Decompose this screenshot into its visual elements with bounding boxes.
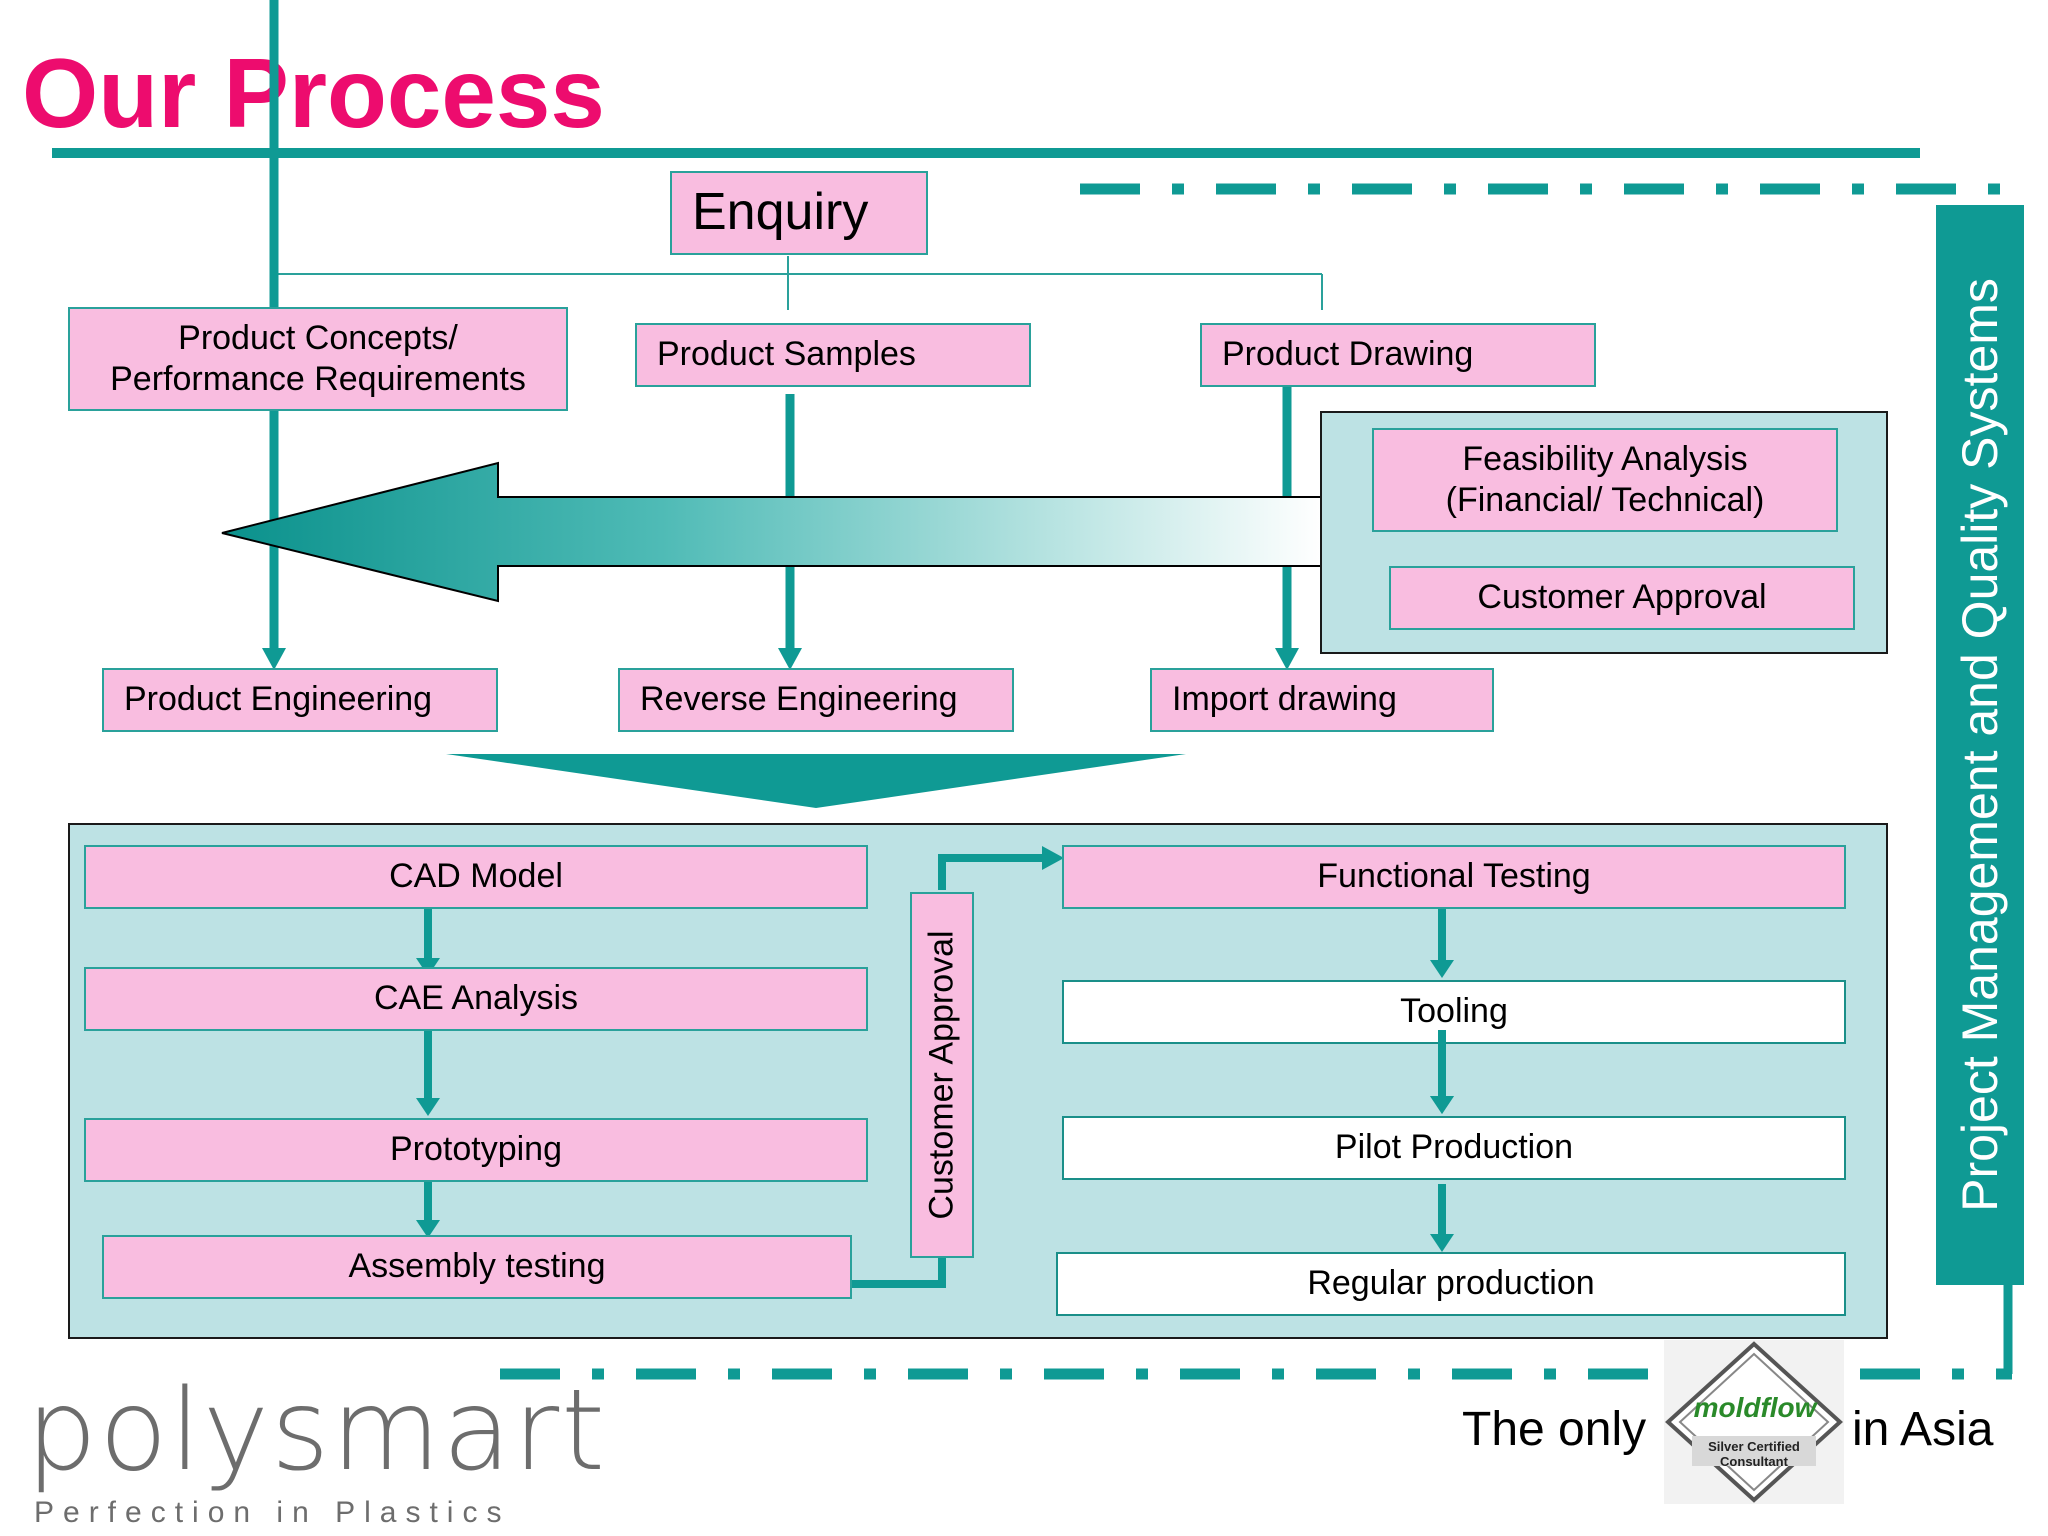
footer-in-asia: in Asia	[1852, 1403, 1994, 1456]
product-concepts-box: Product Concepts/ Performance Requiremen…	[68, 307, 568, 411]
badge-certification: Silver Certified Consultant	[1708, 1439, 1800, 1469]
functional-testing-box: Functional Testing	[1062, 845, 1846, 909]
page-title: Our Process	[22, 38, 605, 148]
badge-brand: moldflow	[1693, 1392, 1817, 1423]
tooling-box: Tooling	[1062, 980, 1846, 1044]
regular-production-box: Regular production	[1056, 1252, 1846, 1316]
import-drawing-box: Import drawing	[1150, 668, 1494, 732]
logo-tagline: Perfection in Plastics	[34, 1496, 511, 1529]
enquiry-box: Enquiry	[670, 171, 928, 255]
moldflow-badge: moldflow Silver Certified Consultant	[1664, 1340, 1844, 1504]
customer-approval-vertical-box: Customer Approval	[910, 892, 974, 1258]
cad-model-box: CAD Model	[84, 845, 868, 909]
badge-diamond-icon	[1665, 1341, 1843, 1503]
sidebar-label: Project Management and Quality Systems	[1952, 278, 2008, 1212]
prototyping-box: Prototyping	[84, 1118, 868, 1182]
product-samples-box: Product Samples	[635, 323, 1031, 387]
project-management-sidebar: Project Management and Quality Systems	[1936, 205, 2024, 1285]
product-engineering-box: Product Engineering	[102, 668, 498, 732]
feasibility-customer-approval-box: Customer Approval	[1389, 566, 1855, 630]
pilot-production-box: Pilot Production	[1062, 1116, 1846, 1180]
cae-analysis-box: CAE Analysis	[84, 967, 868, 1031]
feedback-arrow	[221, 461, 1323, 603]
feasibility-analysis-box: Feasibility Analysis (Financial/ Technic…	[1372, 428, 1838, 532]
reverse-engineering-box: Reverse Engineering	[618, 668, 1014, 732]
assembly-testing-box: Assembly testing	[102, 1235, 852, 1299]
polysmart-logo: polysmart	[26, 1366, 608, 1496]
funnel-arrow	[446, 754, 1186, 808]
product-drawing-box: Product Drawing	[1200, 323, 1596, 387]
title-underline	[52, 148, 1920, 158]
footer-the-only: The only	[1462, 1403, 1647, 1456]
